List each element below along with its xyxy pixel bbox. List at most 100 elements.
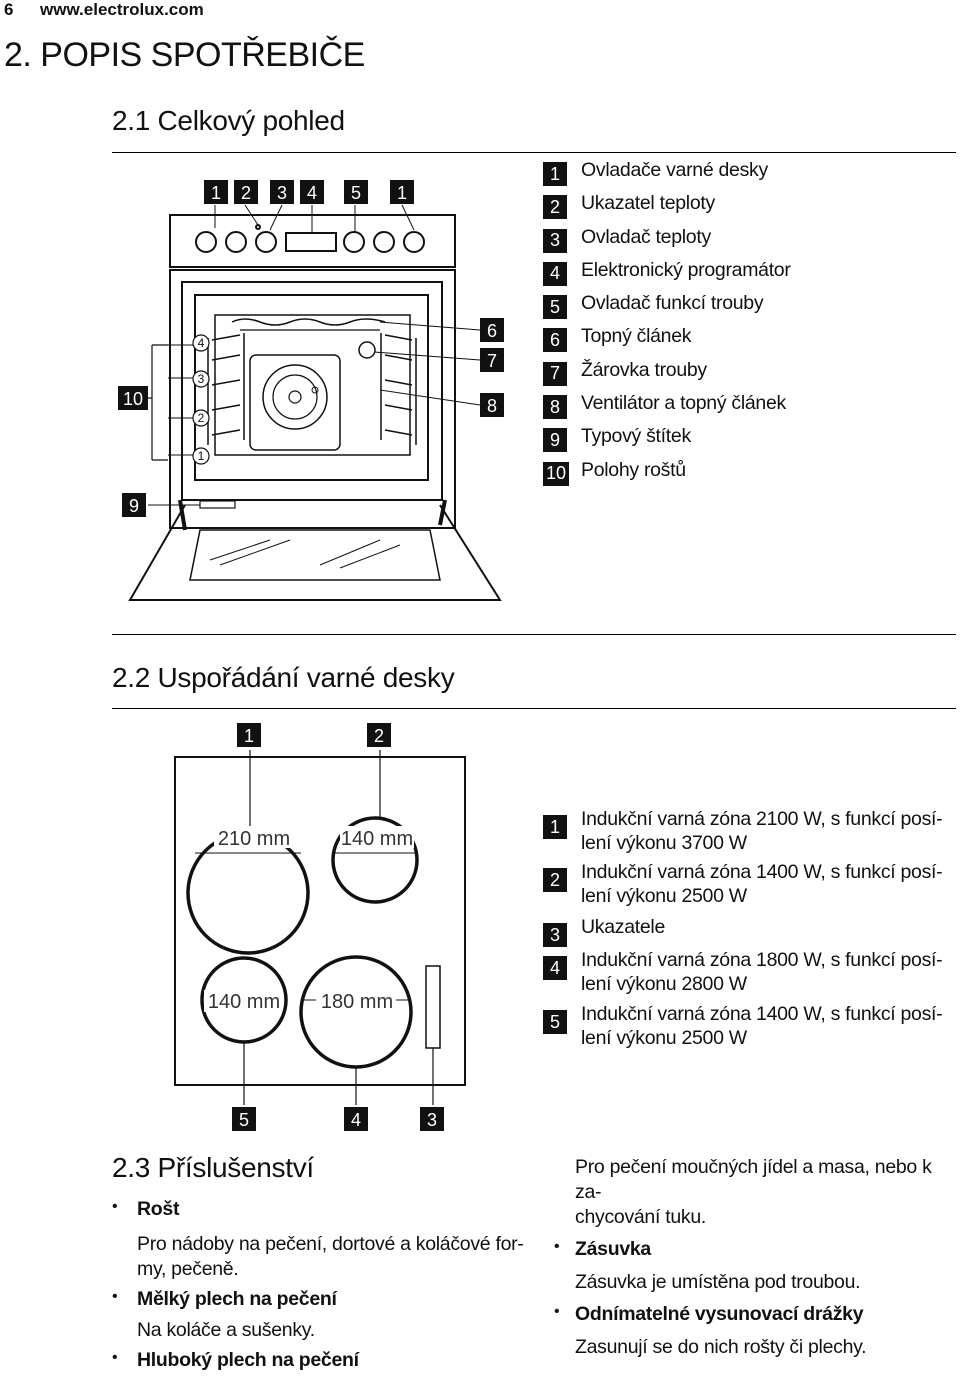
legend-number: 10 [543,461,569,486]
hob-label-1: 1 [244,726,254,746]
hob-diagram: 210 mm 140 mm 140 mm 180 mm 1 2 5 4 3 [174,723,466,1131]
right-labels: 6 7 8 [480,318,504,417]
legend-number: 8 [543,395,567,420]
legend-item: 5 Indukční varná zóna 1400 W, s funkcí po… [543,1002,953,1056]
legend-item: 1 Ovladače varné desky [543,158,953,191]
subsection-title-2-1: 2.1 Celkový pohled [112,105,345,136]
accessory-item: • Zásuvka [554,1238,957,1268]
divider [112,708,956,709]
accessory-title: Hluboký plech na pečení [137,1349,359,1371]
bullet: • [112,1288,118,1305]
shelf-label-4: 4 [198,336,205,350]
zone-4-size: 180 mm [321,991,393,1013]
label-right-6: 6 [487,321,497,341]
section-title: 2. POPIS SPOTŘEBIČE [4,36,365,74]
zone-2 [331,816,419,904]
shelf-label-1: 1 [198,449,205,463]
legend-number: 1 [543,815,567,839]
label-top-6: 1 [397,183,407,203]
label-top-1: 1 [211,183,221,203]
legend-number: 2 [543,868,567,892]
zone-1-size: 210 mm [218,828,290,850]
hob-outline [174,756,466,1086]
accessory-item: • Odnímatelné vysunovací drážky [554,1303,957,1333]
accessory-title: Odnímatelné vysunovací drážky [575,1303,864,1325]
hob-label-4: 4 [351,1110,361,1130]
legend-text: Ovladač teploty [581,225,711,248]
bullet: • [112,1349,118,1366]
legend-item: 10 Polohy roštů [543,458,953,491]
oven-diagram: 1 2 3 4 5 1 6 7 8 10 9 4 3 2 1 [118,180,504,601]
label-left-10: 10 [123,389,143,409]
subsection-title-2-2: 2.2 Uspořádání varné desky [112,662,455,693]
accessory-item: • Hluboký plech na pečení [112,1349,532,1379]
legend-text: Topný článek [581,325,692,348]
shelf-label-3: 3 [198,372,205,386]
accessories-right: Pro pečení moučných jídel a masa, nebo k… [554,1155,957,1360]
legend-text: Ukazatel teploty [581,192,715,215]
accessory-text: Pro nádoby na pečení, dortové a koláčové… [137,1233,524,1280]
legend-item: 4 Elektronický programátor [543,258,953,291]
zone-1 [186,831,310,955]
legend-number: 7 [543,361,567,386]
legend-text: Ukazatele [581,916,666,938]
legend-number: 4 [543,956,567,980]
accessory-text: Zasunují se do nich rošty či plechy. [575,1336,867,1358]
legend-number: 9 [543,428,567,453]
legend-text: Indukční varná zóna 2100 W, s funkcí pos… [581,808,943,854]
accessory-text: Pro pečení moučných jídel a masa, nebo k… [575,1156,932,1228]
zone-5-size: 140 mm [208,991,280,1013]
divider [112,634,956,635]
zone-2-size: 140 mm [341,828,413,850]
accessory-item: • Rošt [112,1198,532,1228]
legend-text: Polohy roštů [581,458,686,481]
legend-text: Žárovka trouby [581,358,707,381]
legend-item: 9 Typový štítek [543,424,953,457]
site-url: www.electrolux.com [40,0,204,19]
legend-number: 2 [543,195,567,220]
legend-item: 2 Ukazatel teploty [543,191,953,224]
legend-number: 4 [543,261,567,286]
legend-text: Indukční varná zóna 1800 W, s funkcí pos… [581,949,943,995]
hob-label-5: 5 [239,1110,249,1130]
accessory-title: Mělký plech na pečení [137,1288,337,1310]
bullet: • [554,1303,560,1320]
legend-text: Ovladač funkcí trouby [581,292,764,315]
indicators [425,965,441,1049]
accessory-text: Na koláče a sušenky. [137,1319,315,1341]
bullet: • [554,1238,560,1255]
label-left-9: 9 [129,496,139,516]
legend-item: 4 Indukční varná zóna 1800 W, s funkcí po… [543,948,953,1002]
legend-text: Typový štítek [581,425,691,448]
hob-label-2: 2 [374,726,384,746]
legend-text: Ovladače varné desky [581,159,768,181]
label-right-8: 8 [487,396,497,416]
accessory-title: Zásuvka [575,1238,651,1260]
legend-number: 1 [543,162,567,186]
accessories-left: • Rošt Pro nádoby na pečení, dortové a k… [112,1198,532,1379]
label-top-4: 4 [307,183,317,203]
shelf-labels [192,334,210,465]
page-number: 6 [4,0,14,19]
legend-text: Indukční varná zóna 1400 W, s funkcí pos… [581,861,943,907]
hob-label-3: 3 [427,1110,437,1130]
legend-text: Elektronický programátor [581,258,791,281]
divider [112,152,956,153]
accessory-title: Rošt [137,1198,180,1220]
accessory-item: • Mělký plech na pečení [112,1288,532,1318]
legend-text: Indukční varná zóna 1400 W, s funkcí pos… [581,1003,943,1049]
accessory-text: Zásuvka je umístěna pod troubou. [575,1271,861,1293]
legend-number: 5 [543,1010,567,1034]
label-top-5: 5 [351,183,361,203]
shelf-label-2: 2 [198,411,205,425]
left-labels: 10 9 [118,386,148,517]
label-top-2: 2 [241,183,251,203]
legend-item: 1 Indukční varná zóna 2100 W, s funkcí po… [543,807,953,860]
bullet: • [112,1198,118,1215]
